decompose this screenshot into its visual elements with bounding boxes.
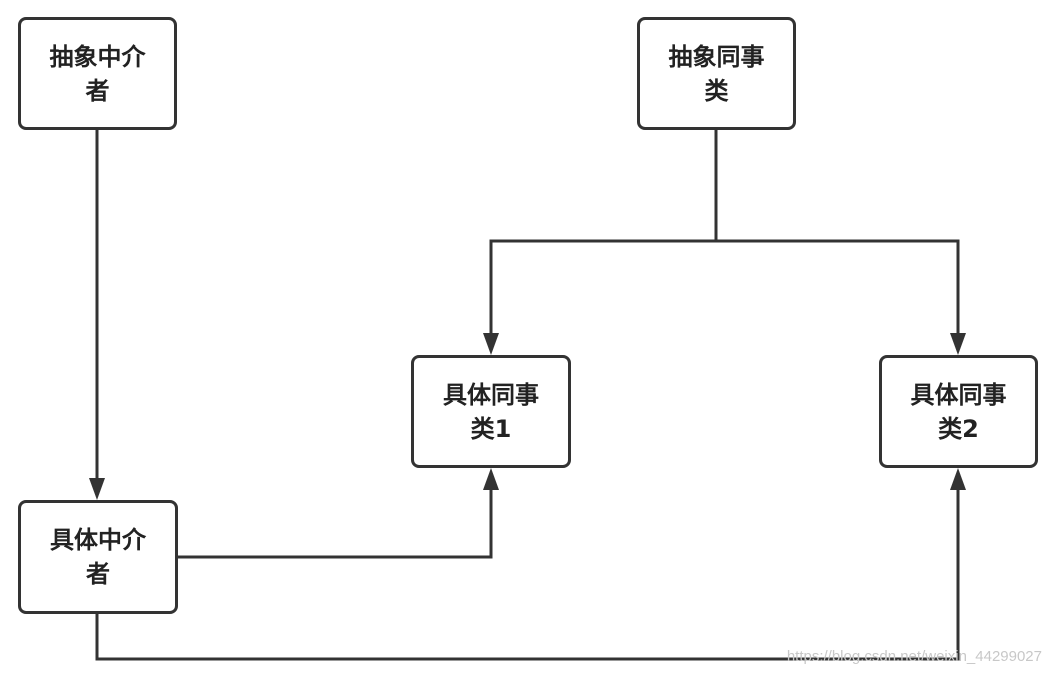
concrete-colleague1-label: 具体同事 类1	[443, 380, 539, 443]
concrete-mediator-label: 具体中介 者	[50, 526, 146, 588]
connector-concrete-mediator-to-colleague1	[178, 485, 493, 559]
abstract-mediator-node: 抽象中介 者	[18, 17, 177, 130]
connector-concrete-mediator-to-colleague2	[95, 485, 960, 661]
concrete-colleague1-node: 具体同事 类1	[411, 355, 571, 468]
abstract-colleague-label: 抽象同事 类	[668, 42, 765, 105]
abstract-mediator-label: 抽象中介 者	[49, 42, 146, 105]
concrete-colleague2-node: 具体同事 类2	[879, 355, 1038, 468]
watermark-text: https://blog.csdn.net/weixin_44299027	[786, 648, 1042, 665]
arrowhead-concrete-colleague1-bottom	[483, 468, 499, 490]
concrete-colleague2-label: 具体同事 类2	[910, 380, 1007, 443]
connector-abstract-colleague-branch	[489, 239, 960, 340]
arrowhead-concrete-mediator	[89, 478, 105, 500]
arrowhead-concrete-colleague1-top	[483, 333, 499, 355]
arrowhead-concrete-colleague2-bottom	[950, 468, 966, 490]
arrowhead-concrete-colleague2-top	[950, 333, 966, 355]
concrete-mediator-node: 具体中介 者	[18, 500, 178, 614]
abstract-colleague-node: 抽象同事 类	[637, 17, 796, 130]
